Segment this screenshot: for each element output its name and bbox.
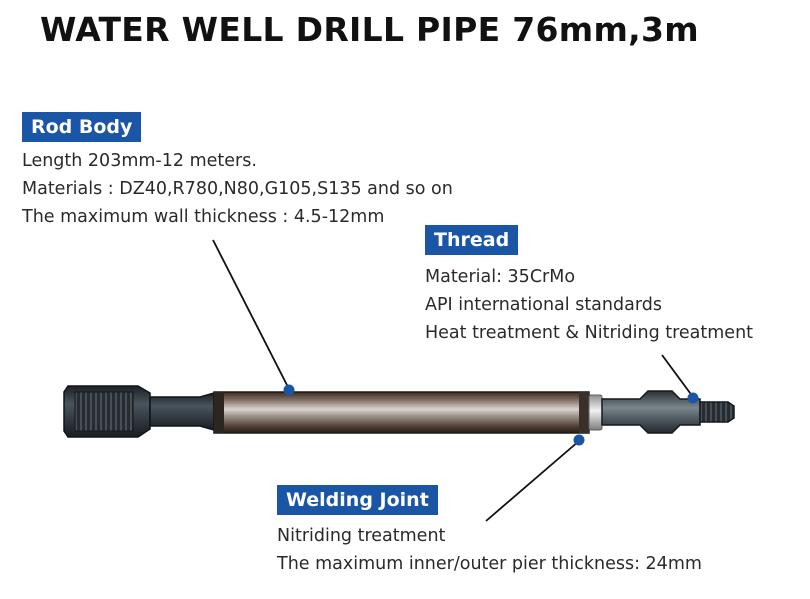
- rod-body-marker: [283, 384, 295, 396]
- markers: [283, 384, 699, 446]
- pin-end: [601, 390, 735, 434]
- thread-leader: [661, 354, 694, 398]
- welding-joint-label: Welding Joint: [277, 485, 438, 515]
- rod-body-line: Length 203mm-12 meters.: [22, 151, 257, 171]
- leader-lines: [212, 239, 694, 522]
- box-upset: [149, 392, 215, 431]
- thread-marker: [687, 392, 699, 404]
- welding-joint-leader: [485, 440, 580, 522]
- thread-label: Thread: [425, 225, 519, 255]
- rod-body-label: Rod Body: [22, 112, 142, 142]
- welding-joint-description: Nitriding treatment The maximum inner/ou…: [277, 522, 702, 578]
- thread-line: Heat treatment & Nitriding treatment: [425, 323, 754, 343]
- rod-body-line: Materials : DZ40,R780,N80,G105,S135 and …: [22, 179, 453, 199]
- rod-body-line: The maximum wall thickness : 4.5-12mm: [22, 207, 385, 227]
- thread-description: Material: 35CrMo API international stand…: [425, 263, 753, 347]
- rod-body: [213, 391, 590, 434]
- box-end: [63, 385, 151, 438]
- welding-joint-marker: [573, 434, 585, 446]
- thread-line: API international standards: [425, 295, 662, 315]
- welding-joint: [588, 394, 603, 431]
- welding-joint-line: Nitriding treatment: [277, 526, 446, 546]
- rod-body-leader: [212, 239, 290, 390]
- thread-line: Material: 35CrMo: [425, 267, 576, 287]
- welding-joint-line: The maximum inner/outer pier thickness: …: [277, 554, 702, 574]
- page-title: WATER WELL DRILL PIPE 76mm,3m: [40, 10, 699, 49]
- rod-body-description: Length 203mm-12 meters. Materials : DZ40…: [22, 147, 453, 231]
